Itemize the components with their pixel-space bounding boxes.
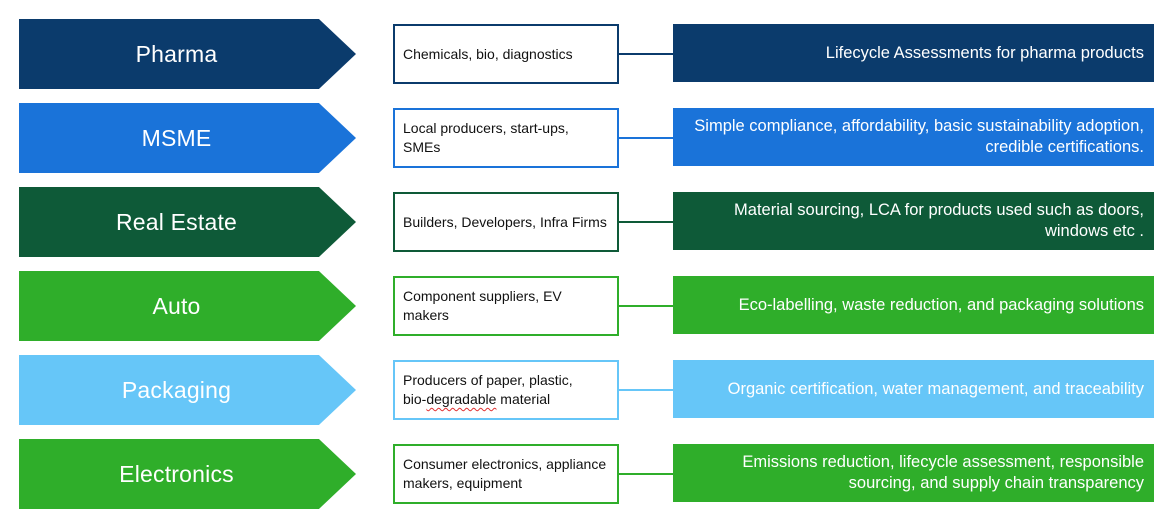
sector-label: Packaging bbox=[121, 376, 232, 403]
connector-line bbox=[618, 221, 674, 223]
sector-label: Auto bbox=[152, 292, 201, 319]
needs-box: Organic certification, water management,… bbox=[673, 360, 1154, 418]
needs-text: Organic certification, water management,… bbox=[727, 379, 1144, 398]
connector-line bbox=[618, 305, 674, 307]
connector-line bbox=[618, 53, 674, 55]
participants-box: Consumer electronics, appliance makers, … bbox=[393, 444, 619, 504]
connector-line bbox=[618, 473, 674, 475]
needs-box: Lifecycle Assessments for pharma product… bbox=[673, 24, 1154, 82]
needs-text: Simple compliance, affordability, basic … bbox=[694, 117, 1144, 156]
sector-chevron-electronics: Electronics bbox=[19, 439, 356, 509]
needs-text: Eco-labelling, waste reduction, and pack… bbox=[738, 295, 1144, 314]
participants-box: Producers of paper, plastic, bio-degrada… bbox=[393, 360, 619, 420]
needs-text: Lifecycle Assessments for pharma product… bbox=[825, 43, 1144, 62]
sector-chevron-msme: MSME bbox=[19, 103, 356, 173]
sector-label: Real Estate bbox=[115, 208, 238, 235]
sector-chevron-packaging: Packaging bbox=[19, 355, 356, 425]
participants-line-2a: bio- bbox=[403, 391, 427, 407]
participants-text: Producers of paper, plastic, bio-degrada… bbox=[403, 371, 573, 409]
row-pharma: Pharma Chemicals, bio, diagnostics Lifec… bbox=[0, 18, 1173, 92]
row-msme: MSME Local producers, start-ups, SMEs Si… bbox=[0, 102, 1173, 176]
sector-chevron-pharma: Pharma bbox=[19, 19, 356, 89]
needs-box: Eco-labelling, waste reduction, and pack… bbox=[673, 276, 1154, 334]
needs-text: Emissions reduction, lifecycle assessmen… bbox=[742, 453, 1144, 492]
connector-line bbox=[618, 389, 674, 391]
sector-chevron-real-estate: Real Estate bbox=[19, 187, 356, 257]
needs-box: Emissions reduction, lifecycle assessmen… bbox=[673, 444, 1154, 502]
sector-label: MSME bbox=[141, 124, 212, 151]
participants-text: Consumer electronics, appliance makers, … bbox=[403, 456, 607, 491]
participants-text: Builders, Developers, Infra Firms bbox=[403, 213, 607, 230]
row-electronics: Electronics Consumer electronics, applia… bbox=[0, 438, 1173, 512]
spellcheck-flagged-word: degradable bbox=[426, 391, 497, 407]
participants-line-2c: material bbox=[496, 391, 551, 407]
participants-text: Chemicals, bio, diagnostics bbox=[403, 45, 573, 62]
participants-box: Component suppliers, EV makers bbox=[393, 276, 619, 336]
sector-label: Pharma bbox=[135, 40, 218, 67]
participants-box: Builders, Developers, Infra Firms bbox=[393, 192, 619, 252]
row-real-estate: Real Estate Builders, Developers, Infra … bbox=[0, 186, 1173, 260]
needs-text: Material sourcing, LCA for products used… bbox=[734, 201, 1144, 240]
connector-line bbox=[618, 137, 674, 139]
participants-line-1: Producers of paper, plastic, bbox=[403, 372, 573, 388]
participants-text: Local producers, start-ups, SMEs bbox=[403, 120, 569, 155]
needs-box: Material sourcing, LCA for products used… bbox=[673, 192, 1154, 250]
row-auto: Auto Component suppliers, EV makers Eco-… bbox=[0, 270, 1173, 344]
participants-text: Component suppliers, EV makers bbox=[403, 288, 562, 323]
needs-box: Simple compliance, affordability, basic … bbox=[673, 108, 1154, 166]
participants-box: Local producers, start-ups, SMEs bbox=[393, 108, 619, 168]
sector-chevron-auto: Auto bbox=[19, 271, 356, 341]
row-packaging: Packaging Producers of paper, plastic, b… bbox=[0, 354, 1173, 428]
participants-box: Chemicals, bio, diagnostics bbox=[393, 24, 619, 84]
sector-label: Electronics bbox=[119, 460, 234, 487]
